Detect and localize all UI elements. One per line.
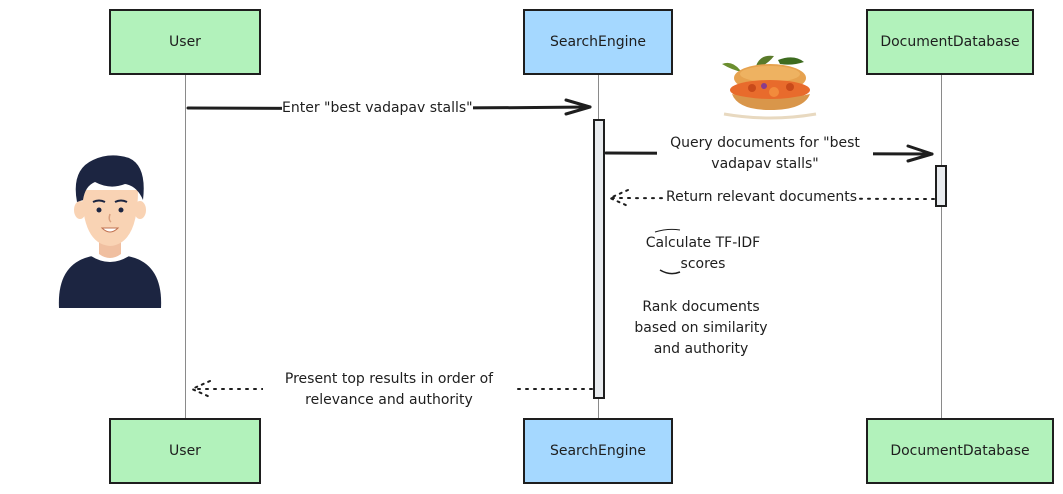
searchengine-label-top: SearchEngine [549,34,647,50]
documentdatabase-label-bottom: DocumentDatabase [890,443,1030,459]
searchengine-box-bottom[interactable]: SearchEngine [523,418,673,484]
documentdatabase-lifeline [941,75,942,418]
enter-query-label: Enter "best vadapav stalls" [282,98,473,119]
sketch-mark-bottom [659,269,681,275]
searchengine-box-top[interactable]: SearchEngine [523,9,673,75]
user-lifeline [185,75,186,418]
documentdatabase-box-top[interactable]: DocumentDatabase [866,9,1034,75]
documentdatabase-activation-bar [935,165,947,207]
user-box-bottom[interactable]: User [109,418,261,484]
calculate-tfidf-note: Calculate TF-IDF scores [645,235,761,272]
searchengine-label-bottom: SearchEngine [549,443,647,459]
documentdatabase-box-bottom[interactable]: DocumentDatabase [866,418,1054,484]
vadapav-icon [722,55,817,120]
user-label-bottom: User [169,443,201,459]
documentdatabase-label-top: DocumentDatabase [880,34,1020,50]
user-label-top: User [169,34,201,50]
rank-documents-note: Rank documents based on similarity and a… [634,299,768,357]
searchengine-activation-bar [593,119,605,399]
query-documents-label: Query documents for "best vadapav stalls… [657,133,873,175]
user-box-top[interactable]: User [109,9,261,75]
present-results-label: Present top results in order of relevanc… [263,369,515,411]
person-avatar-icon [58,155,162,308]
return-documents-label: Return relevant documents [666,187,858,208]
sketch-mark-top [654,228,681,233]
